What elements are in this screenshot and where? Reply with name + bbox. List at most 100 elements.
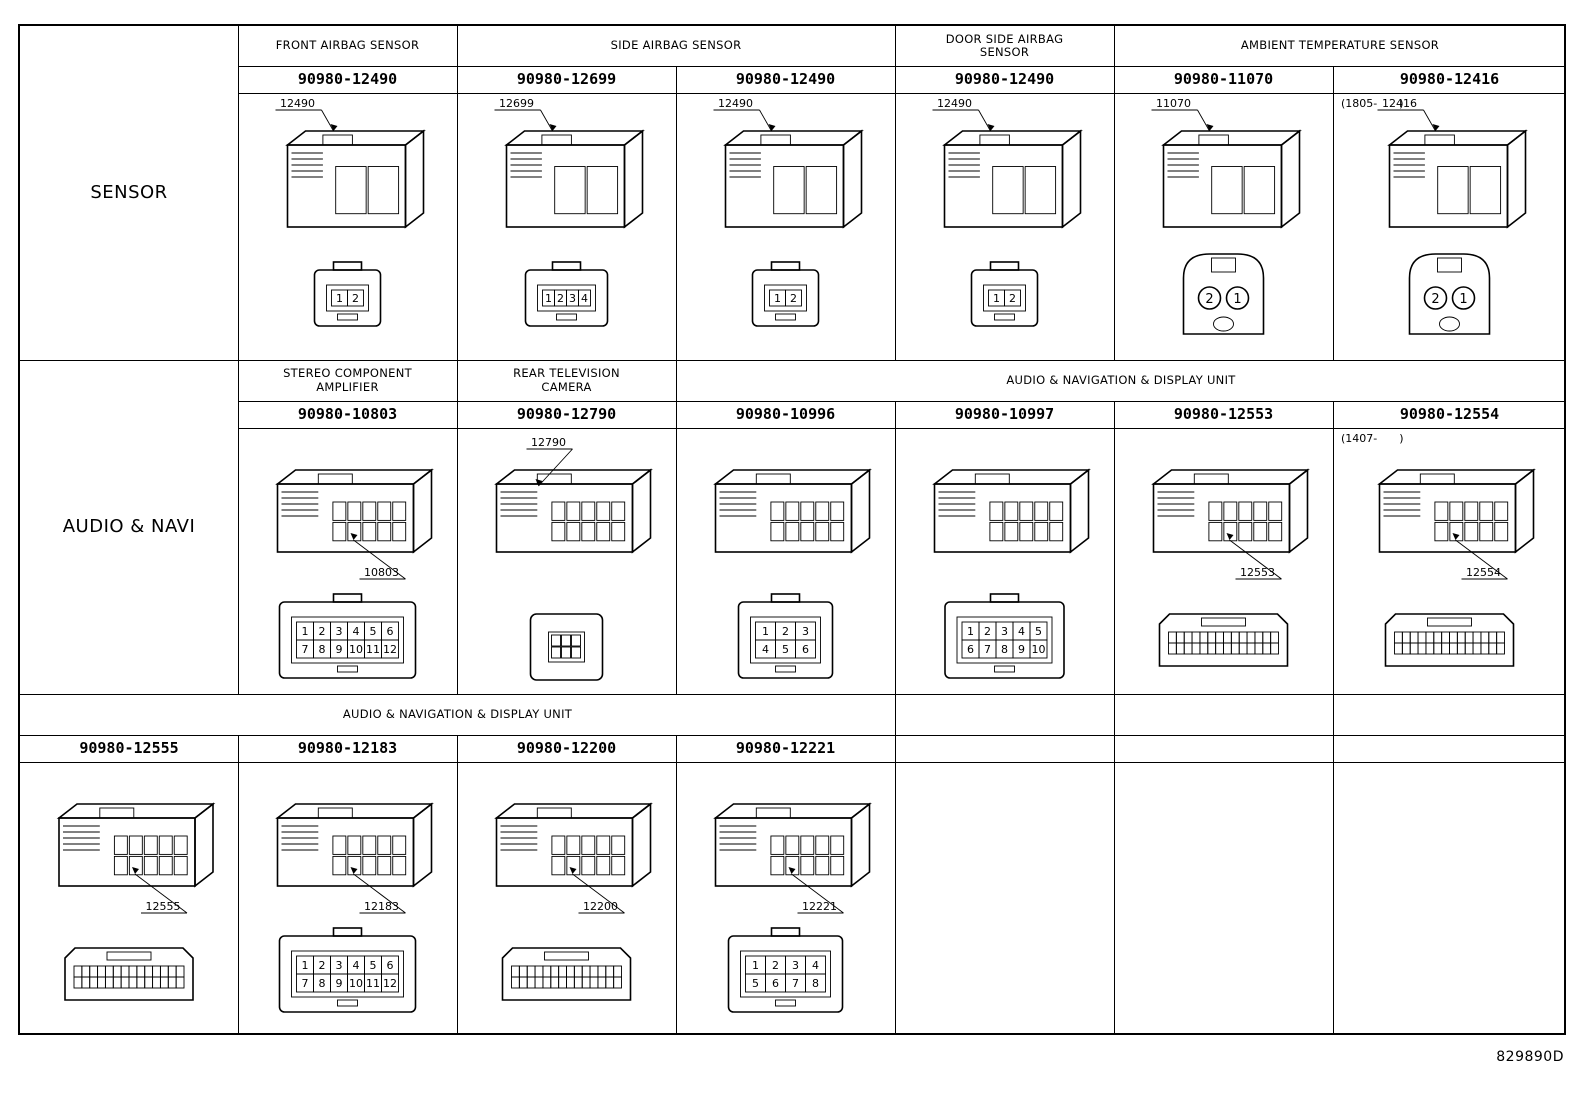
pin-number: 9: [336, 643, 343, 656]
pin-number: 3: [802, 625, 809, 638]
pin-number: 7: [792, 977, 799, 990]
pin-number: 6: [967, 643, 974, 656]
pin-number: 9: [336, 977, 343, 990]
production-date: (1805- ): [1341, 97, 1404, 110]
part-number: 90980-12553: [1173, 404, 1274, 423]
pin-number: 4: [581, 292, 588, 305]
callout-label: 11070: [1156, 97, 1191, 110]
category-label-sensor: SENSOR: [90, 181, 168, 203]
part-number: 90980-12699: [516, 69, 617, 88]
pin-number: 2: [319, 625, 326, 638]
part-number: 90980-12490: [735, 69, 836, 88]
pin-number: 12: [383, 977, 397, 990]
connector-svg: 12553: [1151, 468, 1310, 667]
callout-label: 12183: [364, 900, 399, 913]
grid-line: [1114, 26, 1115, 360]
pin-number: 7: [302, 643, 309, 656]
drawing-code: 829890D: [1496, 1049, 1564, 1065]
group-header: SIDE AIRBAG SENSOR: [610, 38, 742, 53]
grid-line: [20, 694, 1566, 695]
part-number: 90980-10803: [297, 404, 398, 423]
pin-number: 5: [782, 643, 789, 656]
connector-svg: (1407- )12554: [1341, 432, 1536, 667]
part-number: 90980-12555: [79, 738, 179, 757]
callout-label: 12416: [1382, 97, 1417, 110]
pin-number: 7: [984, 643, 991, 656]
pin-number: 8: [812, 977, 819, 990]
callout-label: 12555: [146, 900, 181, 913]
part-number: 90980-12416: [1399, 69, 1500, 88]
pin-number: 11: [366, 643, 380, 656]
connector-svg: 12200: [494, 802, 653, 1001]
callout-label: 12699: [499, 97, 534, 110]
pin-number: 10: [349, 643, 363, 656]
group-header: AUDIO & NAVIGATION & DISPLAY UNIT: [1006, 372, 1236, 387]
part-number: 90980-12490: [297, 69, 398, 88]
grid-line: [676, 735, 677, 1035]
grid-line: [238, 93, 1566, 94]
grid-line: [1333, 66, 1334, 360]
pin-number: 10: [349, 977, 363, 990]
callout-label: 12790: [531, 436, 566, 449]
part-number: 90980-10996: [735, 404, 836, 423]
pin-number: 10: [1032, 643, 1046, 656]
grid-line: [238, 66, 1566, 67]
pin-number: 5: [752, 977, 759, 990]
pin-number: 4: [812, 959, 819, 972]
callout-label: 12490: [718, 97, 753, 110]
pin-number: 4: [353, 625, 360, 638]
group-header: REAR TELEVISION CAMERA: [513, 366, 620, 394]
part-number: 90980-12790: [516, 404, 617, 423]
connector-drawing: 12790: [457, 428, 676, 694]
production-date: (1407- ): [1341, 432, 1404, 445]
pin-number: 2: [557, 292, 564, 305]
pin-number: 8: [319, 643, 326, 656]
group-header: FRONT AIRBAG SENSOR: [275, 38, 420, 53]
pin-number: 5: [370, 959, 377, 972]
callout-label: 12553: [1240, 566, 1275, 579]
grid-line: [20, 735, 1566, 736]
pin-number: 7: [302, 977, 309, 990]
pin-number: 2: [319, 959, 326, 972]
part-number: 90980-12200: [516, 738, 617, 757]
pin-number: 12: [383, 643, 397, 656]
pin-number: 2: [772, 959, 779, 972]
pin-number: 1: [752, 959, 759, 972]
grid-line: [457, 360, 458, 694]
pin-number: 1: [336, 292, 343, 305]
grid-line: [457, 735, 458, 1035]
pin-number: 1: [1233, 292, 1241, 307]
pin-number: 8: [319, 977, 326, 990]
pin-number: 2: [782, 625, 789, 638]
pin-number: 6: [772, 977, 779, 990]
pin-number: 6: [802, 643, 809, 656]
connector-svg: 12555: [56, 802, 216, 1001]
pin-number: 8: [1001, 643, 1008, 656]
pin-number: 3: [1001, 625, 1008, 638]
pin-number: 2: [1009, 292, 1016, 305]
grid-line: [895, 26, 896, 360]
group-header: AMBIENT TEMPERATURE SENSOR: [1240, 38, 1440, 53]
pin-number: 2: [790, 292, 797, 305]
connector-drawing: 11070 2 1: [1114, 93, 1333, 360]
pin-number: 1: [774, 292, 781, 305]
pin-number: 11: [366, 977, 380, 990]
pin-number: 3: [336, 625, 343, 638]
connector-drawing: 12200: [457, 762, 676, 1035]
pin-number: 6: [387, 959, 394, 972]
pin-number: 1: [302, 959, 309, 972]
pin-number: 2: [1205, 292, 1213, 307]
callout-label: 12221: [802, 900, 837, 913]
pin-number: 6: [387, 625, 394, 638]
part-number: 90980-12554: [1399, 404, 1500, 423]
grid-line: [676, 66, 677, 360]
pin-number: 1: [545, 292, 552, 305]
